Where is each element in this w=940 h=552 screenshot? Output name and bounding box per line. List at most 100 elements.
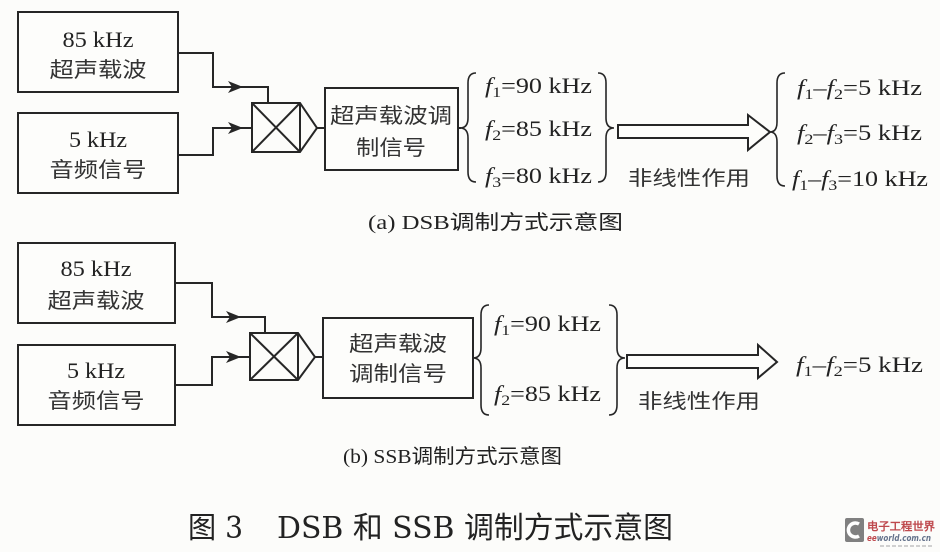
- audio-frequency: 5 kHz: [67, 358, 125, 383]
- freq-value: =85 kHz: [501, 116, 592, 141]
- minus-operator: –: [811, 352, 827, 377]
- freq-subscript: 2: [501, 393, 510, 409]
- freq-subscript: 2: [834, 364, 843, 380]
- freq-variable: f: [494, 311, 505, 336]
- nonlinear-effect-label: 非线性作用: [638, 389, 760, 413]
- carrier-source-box: 85 kHz 超声载波: [17, 242, 176, 324]
- output-f1-minus-f2: f1–f2=5 kHz: [796, 352, 923, 380]
- multiplier-cross-icon: [249, 332, 317, 381]
- panel-dsb: 85 kHz 超声载波 5 kHz 音频信号 超声载波调 制信号: [17, 11, 928, 234]
- watermark-url: eeworld.com.cn: [867, 534, 931, 544]
- sideband-f2: f2=85 kHz: [494, 381, 601, 409]
- freq-variable: f: [485, 163, 496, 188]
- hollow-right-arrow-icon: [626, 342, 779, 381]
- audio-frequency: 5 kHz: [69, 127, 127, 152]
- freq-value: =10 kHz: [837, 166, 928, 191]
- audio-source-box: 5 kHz 音频信号: [17, 344, 176, 426]
- arrowhead-icon: [226, 351, 241, 363]
- freq-variable: f: [792, 166, 803, 191]
- difference-frequency-list: f1–f2=5 kHz f2–f3=5 kHz f1–f3=10 kHz: [792, 75, 928, 194]
- sideband-f3: f3=80 kHz: [485, 163, 592, 191]
- audio-to-mixer-line: [178, 127, 252, 156]
- hollow-right-arrow-icon: [617, 112, 772, 153]
- sideband-f2: f2=85 kHz: [485, 116, 592, 144]
- freq-value: =90 kHz: [510, 311, 601, 336]
- watermark-brand: 电子工程世界: [867, 519, 935, 533]
- freq-variable: f: [797, 75, 808, 100]
- figure-number: 图 3: [188, 511, 243, 546]
- carrier-to-mixer-line: [178, 52, 269, 103]
- freq-variable: f: [827, 75, 838, 100]
- right-brace-icon: [597, 72, 615, 183]
- arrowhead-icon: [226, 311, 241, 323]
- freq-subscript: 1: [492, 85, 501, 101]
- minus-operator: –: [812, 75, 828, 100]
- right-brace-icon: [608, 304, 626, 416]
- freq-subscript: 2: [804, 132, 813, 148]
- multiplier-cross-icon: [251, 102, 319, 153]
- freq-subscript: 1: [501, 323, 510, 339]
- url-rest: world.com.cn: [877, 534, 931, 544]
- logo-c-glyph-icon: [846, 521, 860, 539]
- output-f1-minus-f2: f1–f2=5 kHz: [797, 75, 922, 103]
- freq-variable: f: [494, 381, 505, 406]
- carrier-to-mixer-line: [175, 282, 266, 333]
- modulated-label-line2: 制信号: [356, 136, 426, 160]
- audio-box-frame: [17, 112, 179, 194]
- left-brace-icon: [459, 72, 477, 183]
- sideband-f1: f1=90 kHz: [485, 73, 592, 101]
- left-brace-icon: [472, 304, 490, 416]
- freq-subscript: 2: [834, 87, 843, 103]
- carrier-box-frame: [17, 242, 176, 324]
- modulated-label-line1: 超声载波: [349, 332, 447, 356]
- figure-caption: 图 3 DSB 和 SSB 调制方式示意图: [188, 511, 673, 546]
- freq-value: =5 kHz: [843, 75, 922, 100]
- sideband-list: f1=90 kHz f2=85 kHz f3=80 kHz: [485, 73, 592, 191]
- arrowhead-icon: [228, 122, 243, 134]
- freq-variable: f: [826, 352, 837, 377]
- freq-value: =5 kHz: [843, 352, 923, 377]
- modulated-signal-box: 超声载波调 制信号: [324, 87, 459, 171]
- panel-a-caption: (a) DSB调制方式示意图: [368, 211, 623, 234]
- audio-label: 音频信号: [48, 389, 145, 413]
- freq-subscript: 3: [828, 178, 837, 194]
- carrier-frequency: 85 kHz: [63, 27, 134, 52]
- output-f2-minus-f3: f2–f3=5 kHz: [797, 120, 922, 148]
- url-prefix: ee: [867, 534, 877, 544]
- freq-subscript: 1: [803, 364, 812, 380]
- freq-subscript: 1: [799, 178, 808, 194]
- freq-variable: f: [797, 120, 808, 145]
- minus-operator: –: [812, 120, 828, 145]
- sideband-list: f1=90 kHz f2=85 kHz: [494, 311, 601, 409]
- freq-value: =5 kHz: [843, 120, 922, 145]
- freq-subscript: 2: [492, 128, 501, 144]
- freq-variable: f: [796, 352, 807, 377]
- freq-subscript: 3: [834, 132, 843, 148]
- minus-operator: –: [807, 166, 822, 191]
- freq-value: =90 kHz: [501, 73, 592, 98]
- modulated-box-frame: [322, 317, 474, 399]
- freq-variable: f: [485, 73, 496, 98]
- audio-box-frame: [17, 344, 176, 426]
- freq-value: =85 kHz: [510, 381, 601, 406]
- carrier-label: 超声载波: [48, 289, 145, 313]
- difference-frequency-list: f1–f2=5 kHz: [796, 352, 923, 380]
- left-brace-icon: [769, 72, 786, 187]
- freq-variable: f: [827, 120, 838, 145]
- audio-label: 音频信号: [50, 158, 147, 182]
- freq-variable: f: [485, 116, 496, 141]
- nonlinear-effect-label: 非线性作用: [628, 166, 750, 190]
- arrowhead-icon: [228, 81, 243, 93]
- modulated-label-line1: 超声载波调: [330, 104, 452, 128]
- audio-source-box: 5 kHz 音频信号: [17, 112, 179, 194]
- sideband-f1: f1=90 kHz: [494, 311, 601, 339]
- freq-subscript: 3: [492, 175, 501, 191]
- output-f1-minus-f3: f1–f3=10 kHz: [792, 166, 928, 194]
- figure-title: DSB 和 SSB 调制方式示意图: [277, 511, 673, 546]
- carrier-box-frame: [17, 11, 179, 93]
- freq-variable: f: [821, 166, 832, 191]
- carrier-frequency: 85 kHz: [61, 256, 132, 281]
- panel-b-caption: (b) SSB调制方式示意图: [343, 445, 562, 468]
- audio-to-mixer-line: [175, 356, 250, 386]
